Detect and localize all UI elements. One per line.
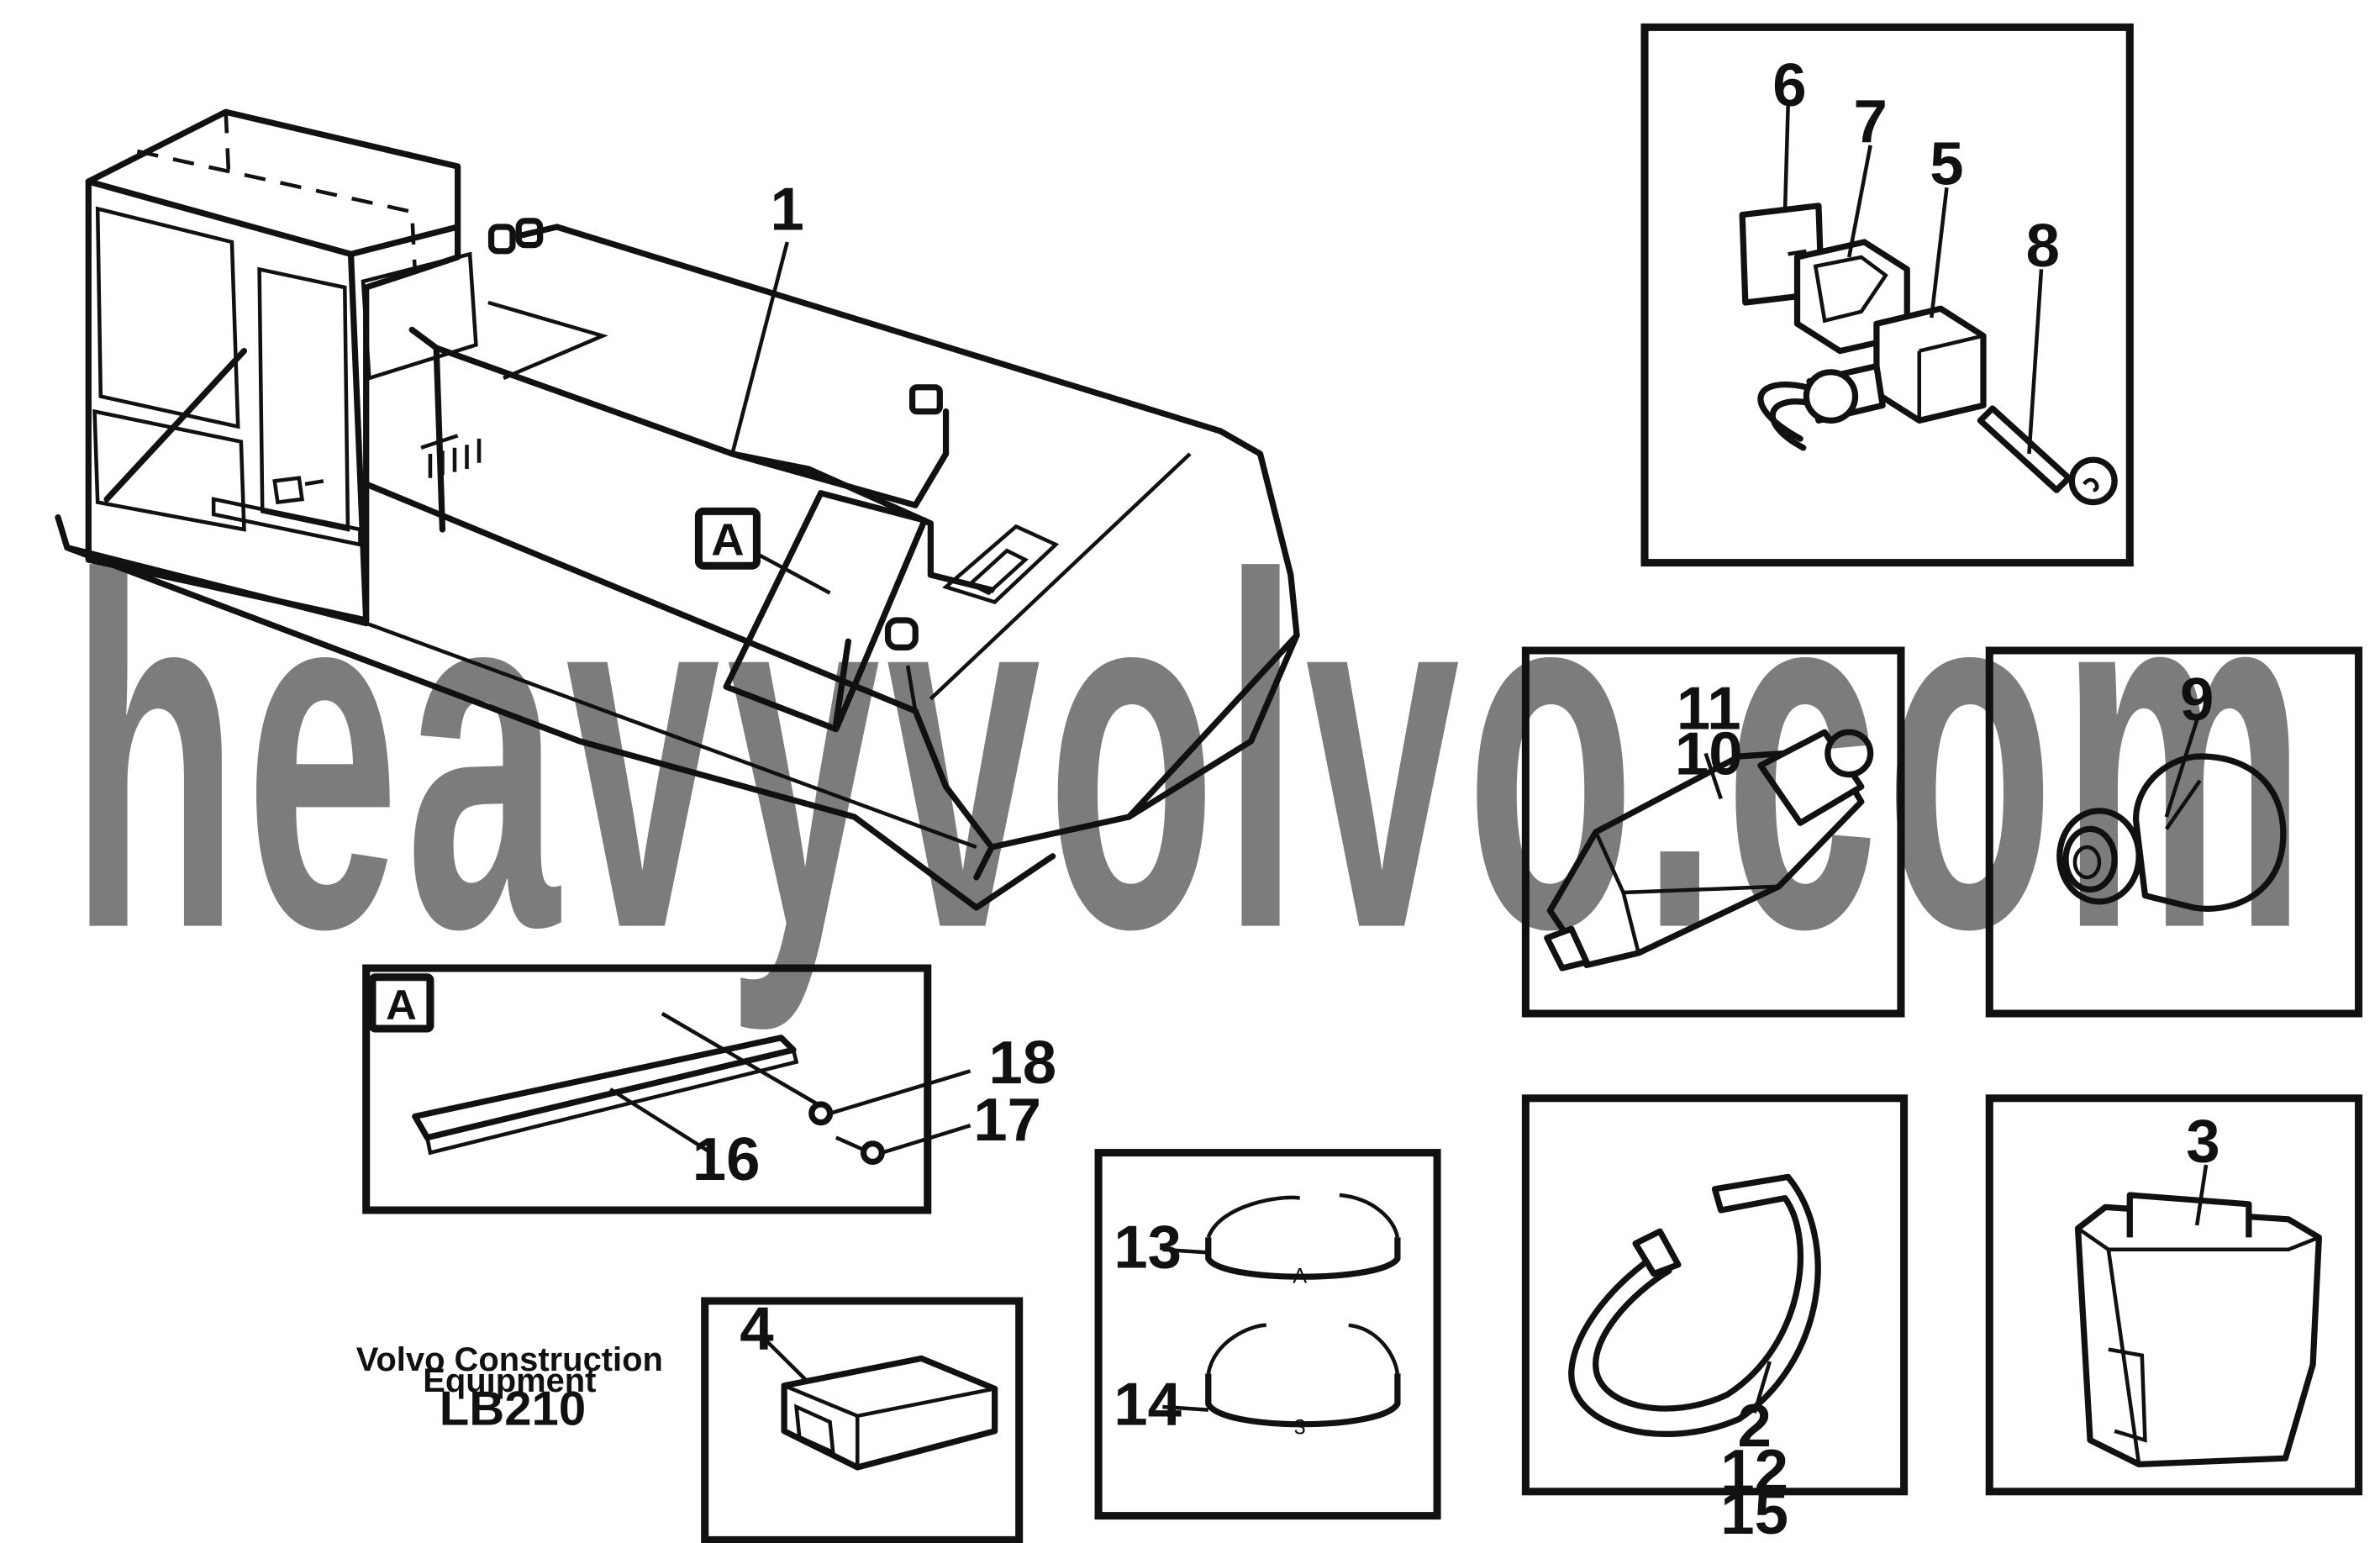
watermark-text: heavyvolvo.com bbox=[71, 475, 2314, 1035]
detail-marker-a: A bbox=[694, 507, 831, 595]
callout-7: 7 bbox=[1853, 88, 1887, 155]
callout-4: 4 bbox=[740, 1296, 773, 1363]
callout-15: 15 bbox=[1720, 1480, 1788, 1543]
credit-line-2: Equipment bbox=[423, 1362, 596, 1399]
callout-8: 8 bbox=[2026, 213, 2060, 280]
leader-line-6 bbox=[1782, 105, 1790, 213]
relay-box bbox=[1521, 646, 1905, 1018]
leader-line-7 bbox=[1847, 145, 1872, 258]
drawing-code: LB210 bbox=[440, 1382, 586, 1436]
callout-9: 9 bbox=[2180, 666, 2214, 734]
ring-14-mark: 3 bbox=[1294, 1415, 1306, 1439]
callout-2: 2 bbox=[1737, 1393, 1771, 1460]
leader-line-1 bbox=[730, 241, 789, 455]
credit-line-1: Volvo Construction bbox=[356, 1341, 663, 1378]
sensor-assembly-box bbox=[1640, 23, 2134, 567]
callout-6: 6 bbox=[1772, 52, 1806, 119]
callout-3: 3 bbox=[2186, 1109, 2219, 1176]
marker-rings-box: A 3 bbox=[1094, 1149, 1441, 1520]
relay-3-box bbox=[1985, 1094, 2363, 1496]
callout-12: 12 bbox=[1720, 1438, 1788, 1505]
callout-18: 18 bbox=[988, 1030, 1056, 1097]
callout-17: 17 bbox=[973, 1087, 1041, 1154]
callout-5: 5 bbox=[1930, 131, 1963, 198]
callout-16: 16 bbox=[692, 1126, 761, 1193]
leader-line-5 bbox=[1930, 187, 1949, 319]
callout-1: 1 bbox=[771, 176, 804, 244]
callout-13: 13 bbox=[1114, 1214, 1182, 1282]
svg-text:A: A bbox=[711, 515, 744, 566]
callout-14: 14 bbox=[1114, 1372, 1182, 1439]
leader-line-14 bbox=[1162, 1404, 1208, 1412]
connector-box bbox=[701, 1297, 1024, 1543]
plug-box bbox=[1985, 646, 2363, 1018]
ring-13-mark: A bbox=[1293, 1264, 1307, 1288]
leader-line-8 bbox=[2027, 269, 2044, 455]
leader-line-3 bbox=[2194, 1164, 2209, 1226]
callout-10: 10 bbox=[1675, 721, 1743, 788]
leader-line-9 bbox=[2164, 719, 2199, 818]
excavator-superstructure bbox=[55, 108, 1300, 911]
detail-a-label: A bbox=[386, 981, 417, 1029]
leader-line-13 bbox=[1162, 1247, 1208, 1255]
callout-11: 11 bbox=[1677, 676, 1741, 743]
cable-tie-box bbox=[1521, 1094, 1909, 1496]
leader-line-4 bbox=[761, 1335, 808, 1382]
detail-a-box: A bbox=[362, 964, 971, 1214]
